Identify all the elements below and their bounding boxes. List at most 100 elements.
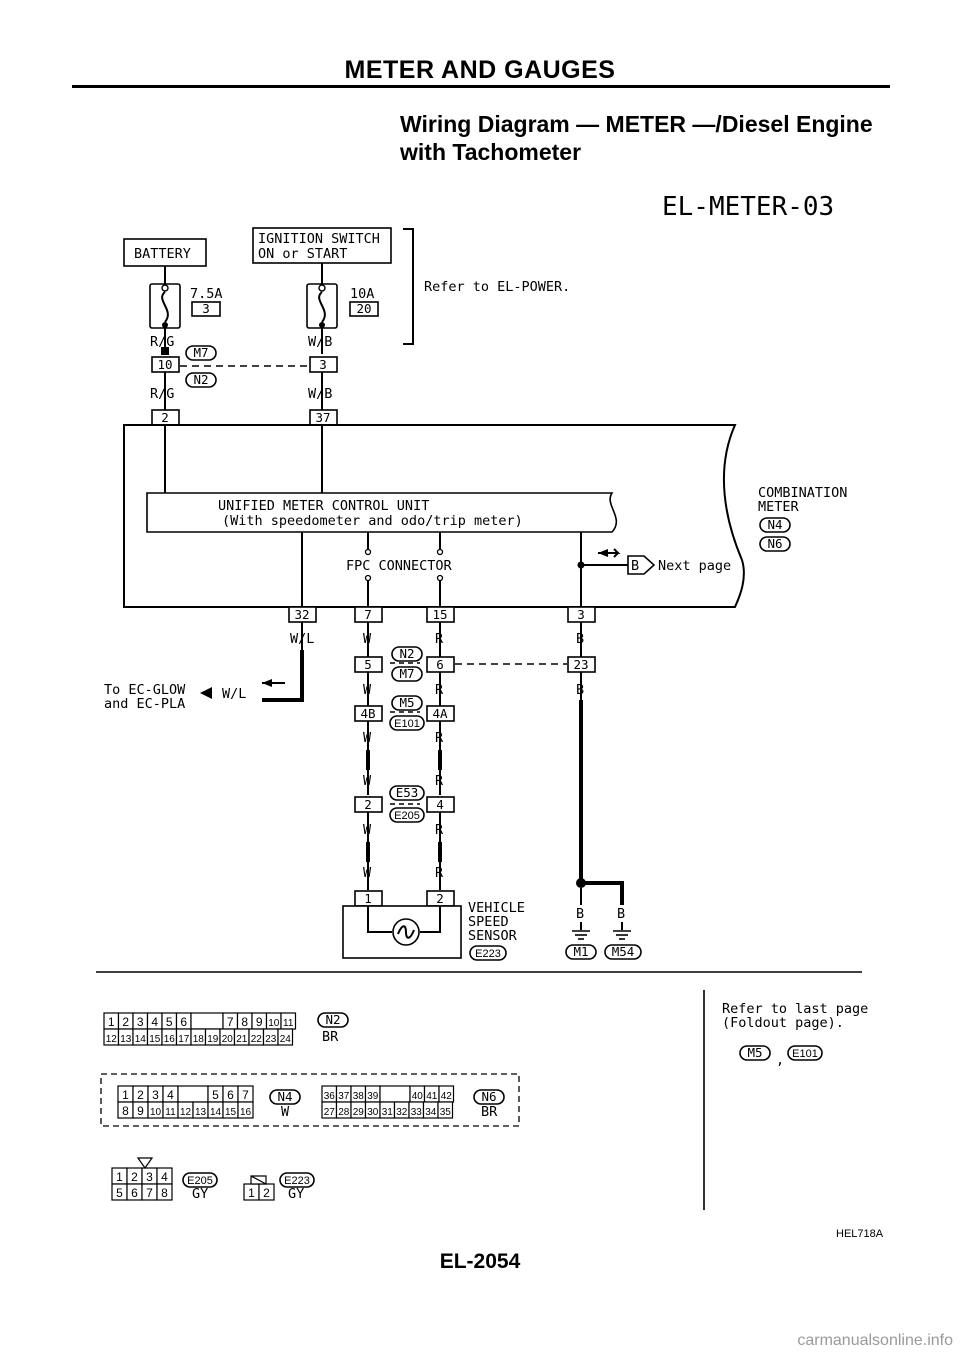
wire-wl-a: W/L	[290, 631, 314, 647]
svg-text:8: 8	[122, 1104, 129, 1118]
battery-label: BATTERY	[134, 246, 191, 262]
svg-text:6: 6	[131, 1186, 138, 1200]
svg-text:5: 5	[166, 1015, 173, 1029]
svg-text:3: 3	[146, 1170, 153, 1184]
unified-meter-control-unit	[146, 492, 618, 533]
pin-2a: 2	[161, 410, 169, 425]
pin-7: 7	[364, 607, 372, 622]
pin-3a-box	[309, 356, 338, 373]
wire-rg-bottom: R/G	[150, 386, 174, 402]
svg-text:2: 2	[263, 1186, 270, 1200]
svg-text:3: 3	[152, 1088, 159, 1102]
ignition-line1: IGNITION SWITCH	[258, 231, 380, 247]
svg-text:10: 10	[268, 1018, 280, 1029]
wire-w-5: W	[363, 822, 372, 838]
to-ec-line2: and EC-PLA	[104, 696, 185, 712]
svg-text:2: 2	[137, 1088, 144, 1102]
svg-text:9: 9	[137, 1104, 144, 1118]
next-page-letter: B	[631, 558, 639, 574]
conn-m7-b: M7	[399, 666, 414, 681]
pin-4: 4	[436, 797, 444, 812]
ground-m54-icon	[613, 930, 631, 940]
combination-line2: METER	[758, 499, 800, 515]
svg-text:4: 4	[161, 1170, 168, 1184]
to-ec-line1: To EC-GLOW	[104, 682, 186, 698]
wire-wl-b: W/L	[222, 686, 246, 702]
to-ec-arrow-icon	[200, 687, 212, 699]
combination-line1: COMBINATION	[758, 485, 847, 501]
diagram-title-line2: with Tachometer	[400, 139, 582, 165]
svg-text:8: 8	[161, 1186, 168, 1200]
ignition-line2: ON or START	[258, 246, 347, 262]
wire-b-2: B	[576, 682, 584, 698]
svg-text:18: 18	[193, 1034, 205, 1045]
wire-r-3: R	[435, 730, 444, 746]
conn-m1: M1	[573, 944, 588, 959]
svg-text:9: 9	[256, 1015, 263, 1029]
pin-3b: 3	[577, 607, 585, 622]
pin-15: 15	[432, 607, 447, 622]
fuse-10a-icon	[306, 283, 338, 329]
diagram-title: Wiring Diagram — METER —/Diesel Engine w…	[400, 110, 920, 166]
fuse-7-5a-label: 7.5A	[190, 286, 223, 302]
svg-text:15: 15	[225, 1107, 237, 1118]
pin-5: 5	[364, 657, 372, 672]
pin-4a: 4A	[432, 706, 448, 721]
conn-n2-a: N2	[193, 372, 208, 387]
ignition-switch-box	[252, 227, 392, 264]
fpc-connector-label: FPC CONNECTOR	[346, 558, 453, 574]
svg-text:16: 16	[240, 1107, 252, 1118]
svg-text:35: 35	[440, 1107, 452, 1118]
svg-text:31: 31	[382, 1107, 394, 1118]
conn-m54: M54	[612, 944, 635, 959]
svg-text:40: 40	[412, 1091, 424, 1102]
svg-text:12: 12	[106, 1034, 118, 1045]
wire-b-4: B	[617, 906, 625, 922]
svg-text:1: 1	[122, 1088, 129, 1102]
svg-text:1: 1	[116, 1170, 123, 1184]
foldout-page: (Foldout page).	[722, 1015, 844, 1031]
n4-color: W	[281, 1104, 290, 1120]
fuse-20-label: 20	[356, 301, 371, 316]
svg-text:30: 30	[367, 1107, 379, 1118]
svg-text:7: 7	[242, 1088, 249, 1102]
svg-text:36: 36	[324, 1091, 336, 1102]
conn-m7-a: M7	[193, 345, 208, 360]
sensor-line1: VEHICLE	[468, 900, 525, 916]
conn-n4-legend: N4	[277, 1089, 292, 1104]
fuse-10a-label: 10A	[350, 286, 374, 302]
svg-text:19: 19	[207, 1034, 219, 1045]
svg-text:6: 6	[227, 1088, 234, 1102]
pin-37: 37	[315, 410, 330, 425]
svg-text:38: 38	[353, 1091, 365, 1102]
unit-line1: UNIFIED METER CONTROL UNIT	[218, 498, 429, 514]
pin-2c: 2	[436, 891, 444, 906]
pin-1: 1	[364, 891, 372, 906]
svg-text:16: 16	[164, 1034, 176, 1045]
wire-r-2: R	[435, 682, 444, 698]
pin-2b: 2	[364, 797, 372, 812]
svg-text:24: 24	[280, 1034, 292, 1045]
wire-w-6: W	[363, 865, 372, 881]
next-page-text: Next page	[658, 558, 731, 574]
next-page-flag-icon	[627, 555, 656, 575]
wire-r-5: R	[435, 822, 444, 838]
conn-e205-a: E205	[394, 810, 420, 822]
conn-e101-a: E101	[394, 718, 420, 730]
n2-color: BR	[322, 1029, 339, 1045]
wire-wb-top: W/B	[308, 334, 332, 350]
svg-text:6: 6	[180, 1015, 187, 1029]
svg-text:7: 7	[146, 1186, 153, 1200]
svg-text:22: 22	[251, 1034, 263, 1045]
svg-text:3: 3	[137, 1015, 144, 1029]
svg-text:1: 1	[248, 1186, 255, 1200]
wire-w-2: W	[363, 682, 372, 698]
svg-text:32: 32	[396, 1107, 408, 1118]
e205-color: GY	[192, 1186, 208, 1202]
wire-w-4: W	[363, 773, 372, 789]
svg-text:17: 17	[178, 1034, 190, 1045]
e223-color: GY	[288, 1186, 304, 1202]
